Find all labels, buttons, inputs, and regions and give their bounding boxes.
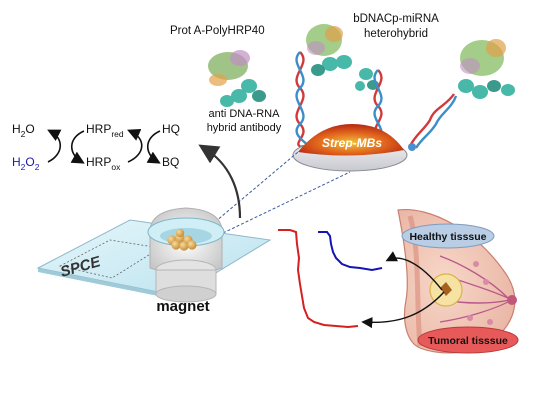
healthy-to-trace-arrow xyxy=(385,251,443,291)
h2o2-label: H2O2 xyxy=(12,155,40,172)
arrow-h2o2-to-h2o xyxy=(47,129,62,163)
hrp-cluster-right xyxy=(458,39,515,99)
antibody-label-line2: hybrid antibody xyxy=(207,122,282,134)
gold-beads xyxy=(167,228,197,251)
healthy-label: Healthy tisssue xyxy=(409,231,486,243)
arrow-hrpred-to-hrpox xyxy=(70,130,85,164)
hrp-cluster-left xyxy=(208,50,266,107)
dashed-connector-2 xyxy=(195,171,351,247)
dna-helix-right xyxy=(408,93,458,149)
healthy-trace xyxy=(318,231,383,272)
dna-helix-left xyxy=(295,51,310,150)
hybrid-label-line1: bDNACp-miRNA xyxy=(353,13,439,25)
strep-mb-bead xyxy=(292,124,408,172)
bq-label: BQ xyxy=(162,155,179,169)
electrode-to-bq-arrow xyxy=(198,144,242,219)
tumor-to-trace-arrow xyxy=(361,291,445,329)
tumoral-trace xyxy=(278,229,359,329)
spce-electrode xyxy=(36,207,272,303)
hybrid-label-line2: heterohybrid xyxy=(364,28,428,40)
tumoral-label: Tumoral tisssue xyxy=(428,335,508,347)
healthy-ellipse xyxy=(401,223,495,249)
redox-cycle: H2O H2O2 HRPred HRPox HQ BQ xyxy=(12,122,180,172)
hq-label: HQ xyxy=(162,122,180,136)
tumoral-ellipse xyxy=(417,326,519,354)
arrow-hq-to-bq xyxy=(146,130,161,164)
strep-mbs-label: Strep-MBs xyxy=(322,136,382,150)
hrp-red-label: HRPred xyxy=(86,122,124,139)
hrp-ox-label: HRPox xyxy=(86,155,121,172)
antibody-label-line1: anti DNA-RNA xyxy=(209,108,281,120)
prot-a-label: Prot A-PolyHRP40 xyxy=(170,25,265,37)
arrow-hrpox-to-hrpred xyxy=(127,128,143,163)
magnet-label: magnet xyxy=(156,298,209,315)
hrp-cluster-mid xyxy=(306,24,352,76)
h2o-label: H2O xyxy=(12,122,35,139)
